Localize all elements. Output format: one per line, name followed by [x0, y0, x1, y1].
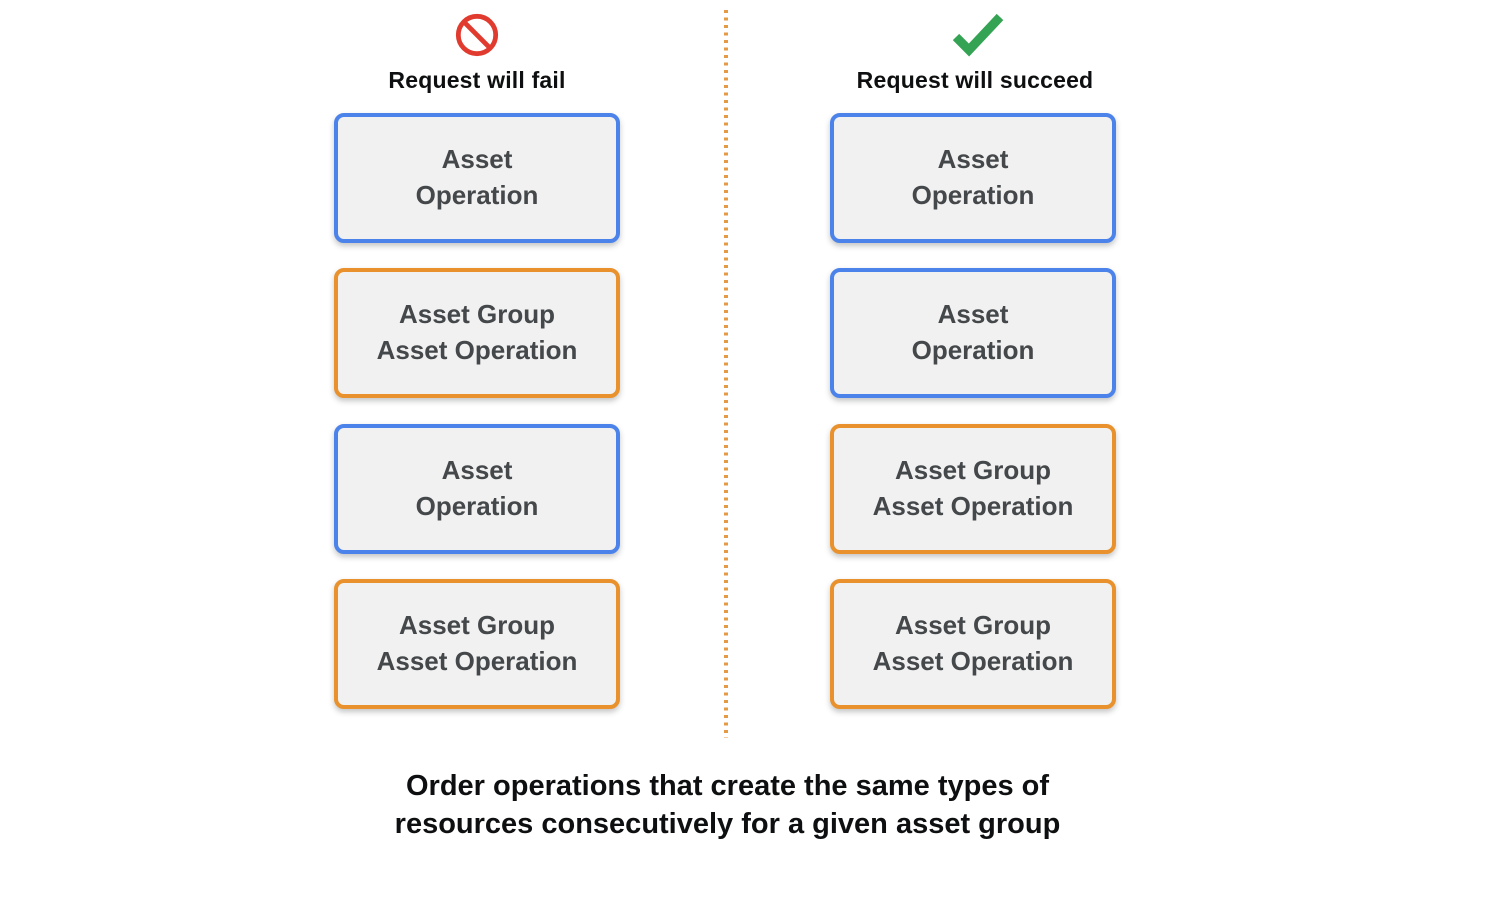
fail-column-header: Request will fail [317, 12, 637, 94]
succeed-column-header: Request will succeed [815, 12, 1135, 94]
asset-operation-box: Asset Operation [830, 113, 1116, 243]
succeed-column-title: Request will succeed [856, 67, 1094, 93]
column-divider [724, 10, 728, 738]
asset-operation-box: Asset Operation [334, 424, 620, 554]
fail-column-title: Request will fail [388, 67, 566, 93]
asset-operation-box: Asset Operation [334, 113, 620, 243]
asset-group-asset-operation-box: Asset Group Asset Operation [334, 268, 620, 398]
check-icon [942, 12, 1008, 63]
asset-group-asset-operation-box: Asset Group Asset Operation [830, 424, 1116, 554]
prohibition-icon [454, 12, 500, 63]
asset-operation-box: Asset Operation [830, 268, 1116, 398]
diagram-caption: Order operations that create the same ty… [394, 770, 1061, 840]
asset-group-asset-operation-box: Asset Group Asset Operation [334, 579, 620, 709]
asset-group-asset-operation-box: Asset Group Asset Operation [830, 579, 1116, 709]
